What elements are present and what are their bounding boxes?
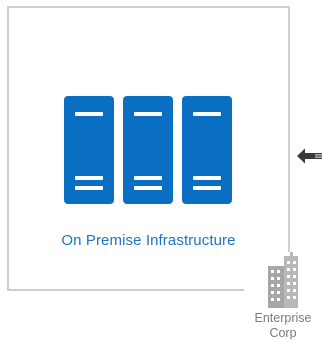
server-slot — [134, 176, 162, 180]
boundary-label: On Premise Infrastructure — [61, 232, 236, 249]
enterprise-label: Enterprise Corp — [244, 311, 322, 341]
server-unit — [123, 96, 173, 204]
server-slot — [134, 186, 162, 190]
enterprise-label-line1: Enterprise — [254, 311, 312, 325]
server-slot — [75, 176, 103, 180]
enterprise-corp-node: Enterprise Corp — [244, 252, 322, 346]
server-slot — [193, 112, 221, 116]
server-slot — [75, 112, 103, 116]
enterprise-label-line2: Corp — [269, 326, 297, 340]
server-slot — [193, 176, 221, 180]
arrow-left-icon — [296, 145, 322, 167]
server-slot — [193, 186, 221, 190]
server-rack-icon — [64, 96, 232, 204]
server-slot — [75, 186, 103, 190]
server-slot — [134, 112, 162, 116]
office-building-icon — [264, 252, 304, 308]
server-unit — [182, 96, 232, 204]
server-unit — [64, 96, 114, 204]
